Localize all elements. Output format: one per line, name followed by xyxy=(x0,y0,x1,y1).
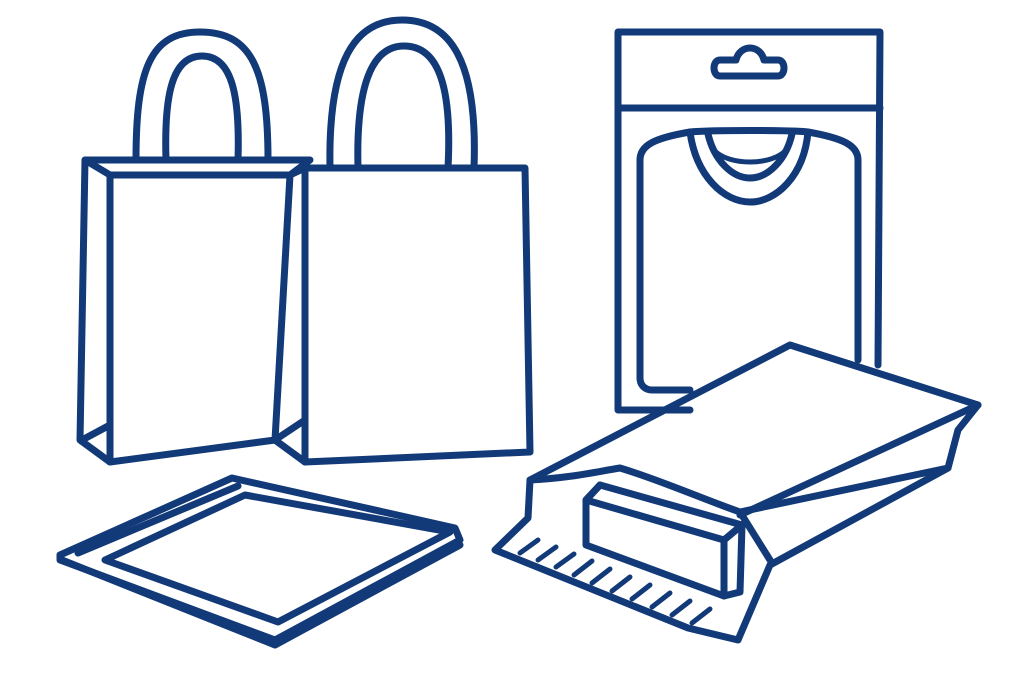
tote-bag-left-icon xyxy=(76,28,314,466)
flat-bag-icon xyxy=(56,474,464,649)
tote-bag-right-icon xyxy=(271,16,534,466)
tshirt-package-icon xyxy=(614,28,884,414)
gusset-bag-icon xyxy=(491,341,982,644)
